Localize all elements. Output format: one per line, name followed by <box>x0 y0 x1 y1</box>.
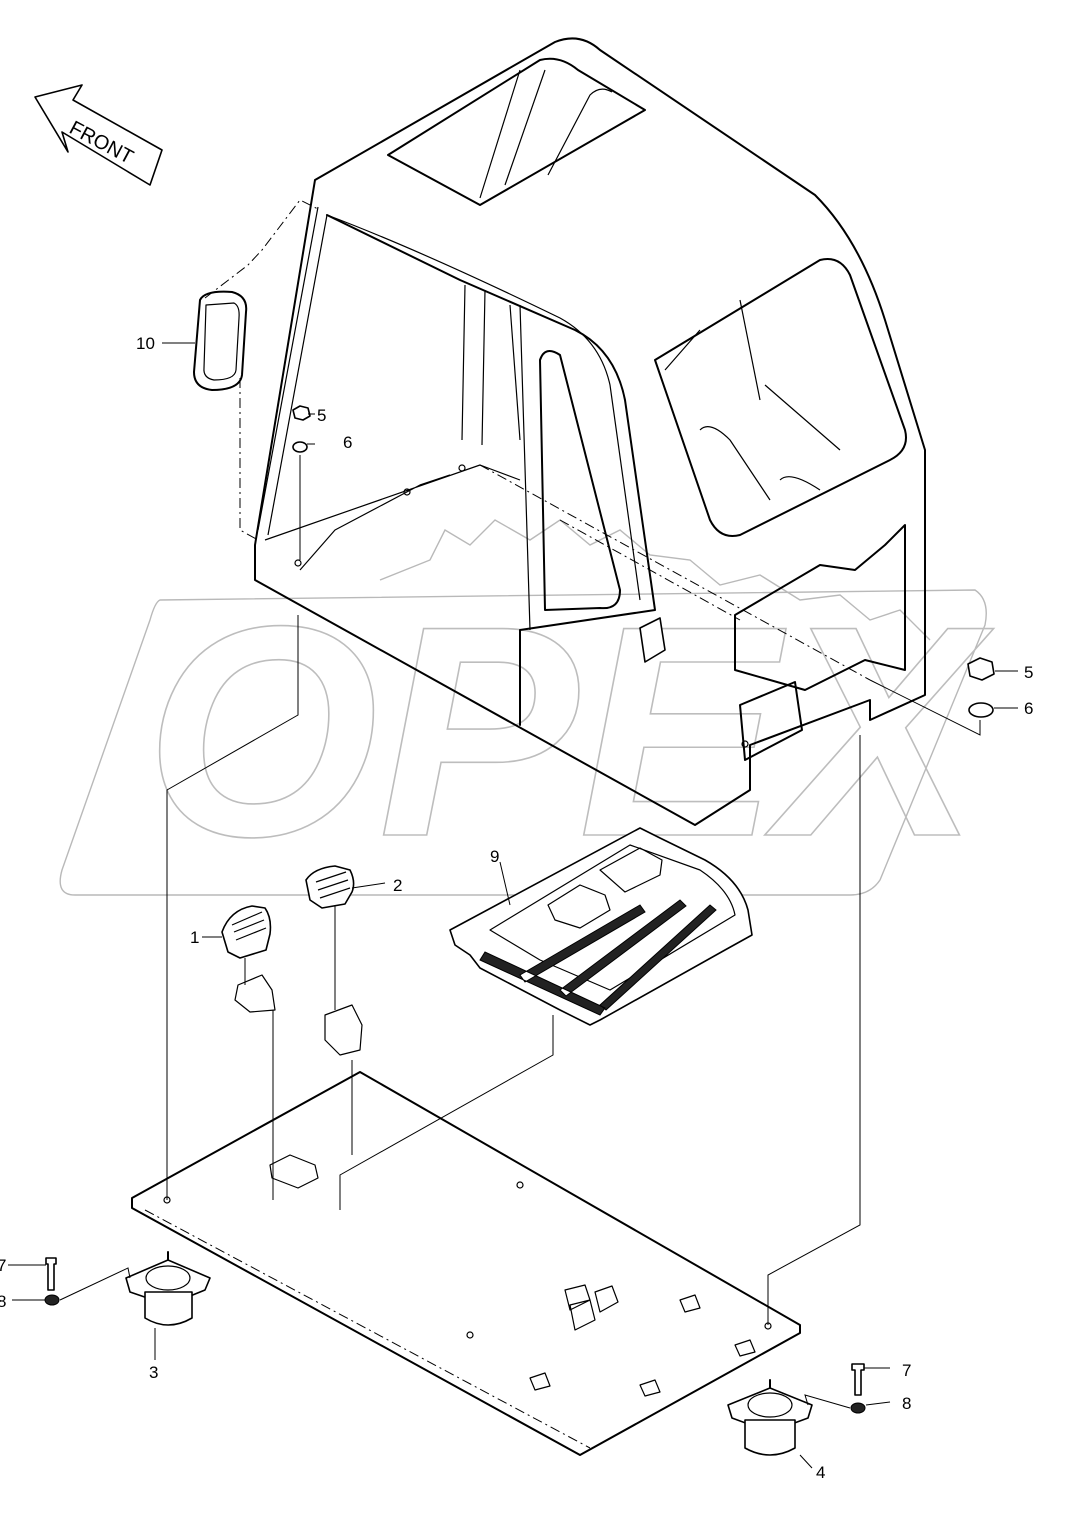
mount3-top <box>145 1265 191 1291</box>
cab-rear-panel-cutout <box>734 524 906 691</box>
cab-floor-outline <box>264 464 521 571</box>
leader-mount4-bolt <box>804 1394 851 1409</box>
callout-7a: 7 <box>0 1256 6 1275</box>
front-arrow: FRONT <box>34 84 163 186</box>
alignment-line-mat <box>339 1015 554 1210</box>
cab-floor-hole <box>458 464 466 472</box>
floor-mat-center-hole <box>547 884 611 929</box>
cab-roof-rib <box>479 69 613 199</box>
mount4-top <box>747 1392 793 1418</box>
cab-floor-hidden-edge <box>479 464 871 681</box>
cab-rear-window <box>654 258 907 537</box>
callout-labels: 1 2 3 4 5 5 6 6 7 7 8 8 9 10 <box>0 334 1033 1482</box>
leader-right-nut <box>869 679 981 736</box>
base-plate <box>131 1071 801 1456</box>
washer-icon <box>44 1294 60 1306</box>
cab-floor-hole <box>741 740 749 748</box>
callout-6b: 6 <box>1024 699 1033 718</box>
floor-mat-raised-panel <box>489 844 736 991</box>
mount-3-part <box>8 1251 211 1360</box>
callout-8b: 8 <box>902 1394 911 1413</box>
callout-8a: 8 <box>0 1292 6 1311</box>
base-plate-features <box>269 1154 756 1397</box>
pedal-pad-ribs <box>231 911 267 941</box>
callout-5b: 5 <box>1024 663 1033 682</box>
cab-outer-shell <box>254 37 926 826</box>
mount-4-part <box>727 1363 891 1469</box>
washer-icon <box>968 702 994 718</box>
callout-5a: 5 <box>317 406 326 425</box>
cab-floor-hole <box>294 559 302 567</box>
side-mirror-part <box>162 199 321 541</box>
callout-4: 4 <box>816 1463 825 1482</box>
floor-mat-part <box>449 827 753 1026</box>
callout-9: 9 <box>490 847 499 866</box>
leader-2 <box>351 882 386 889</box>
floor-mat-window <box>599 847 663 893</box>
washer-icon <box>292 441 308 453</box>
fastener-group-right <box>869 657 1018 736</box>
pedal-2-part <box>305 865 386 1056</box>
cab-door-window <box>539 350 621 611</box>
watermark-text: OPEX <box>145 563 994 899</box>
pedal-pad-icon <box>221 905 272 959</box>
mirror-glass <box>203 302 240 381</box>
cab-rear-pillar <box>461 284 531 631</box>
base-plate-hole <box>516 1181 524 1189</box>
bolt-icon <box>851 1363 865 1396</box>
pedal-pad-icon <box>305 865 355 909</box>
cab-front-frame-inner <box>257 206 641 601</box>
pedal-1-part <box>202 905 276 1013</box>
pedal2-bracket <box>324 1004 363 1056</box>
callout-3: 3 <box>149 1363 158 1382</box>
base-plate-hole <box>466 1331 474 1339</box>
watermark: OPEX <box>59 519 995 900</box>
cab-assembly <box>254 37 926 826</box>
base-plate-hole <box>764 1322 772 1330</box>
cab-front-frame <box>326 214 656 726</box>
leader-9 <box>499 861 511 906</box>
front-arrow-icon <box>34 84 163 186</box>
callout-10: 10 <box>136 334 155 353</box>
base-plate-hidden-edge <box>144 1209 591 1449</box>
cab-floor-hole <box>403 488 411 496</box>
base-plate-hole <box>163 1196 171 1204</box>
alignment-lines <box>166 615 861 1325</box>
leader-mount3-bolt <box>59 1267 131 1301</box>
callout-2: 2 <box>393 876 402 895</box>
alignment-line-left <box>166 615 299 1200</box>
watermark-frame <box>59 589 987 896</box>
nut-icon <box>292 405 311 421</box>
fastener-group-left <box>292 405 315 560</box>
pedal-pad-ribs <box>315 871 351 899</box>
alignment-line-right <box>767 735 861 1325</box>
cab-rear-window-bars <box>664 299 841 501</box>
floor-mat-icon <box>449 827 753 1026</box>
leader-8b <box>865 1401 891 1406</box>
callout-6a: 6 <box>343 433 352 452</box>
cab-roof-window <box>387 57 646 206</box>
base-plate-edge <box>131 1207 581 1456</box>
washer-icon <box>850 1402 866 1414</box>
pedal1-bracket <box>234 974 276 1013</box>
mirror-icon <box>193 290 248 391</box>
callout-7b: 7 <box>902 1361 911 1380</box>
watermark-gear-outline <box>379 519 931 641</box>
mirror-bracket-hidden <box>204 199 321 541</box>
leader-4 <box>799 1454 813 1469</box>
floor-mat-ribs <box>479 899 717 1016</box>
callout-1: 1 <box>190 928 199 947</box>
mount3-body <box>144 1291 193 1326</box>
bolt-icon <box>45 1257 57 1291</box>
door-handle-icon <box>639 617 666 663</box>
mount4-body <box>744 1419 796 1456</box>
nut-icon <box>967 657 995 681</box>
